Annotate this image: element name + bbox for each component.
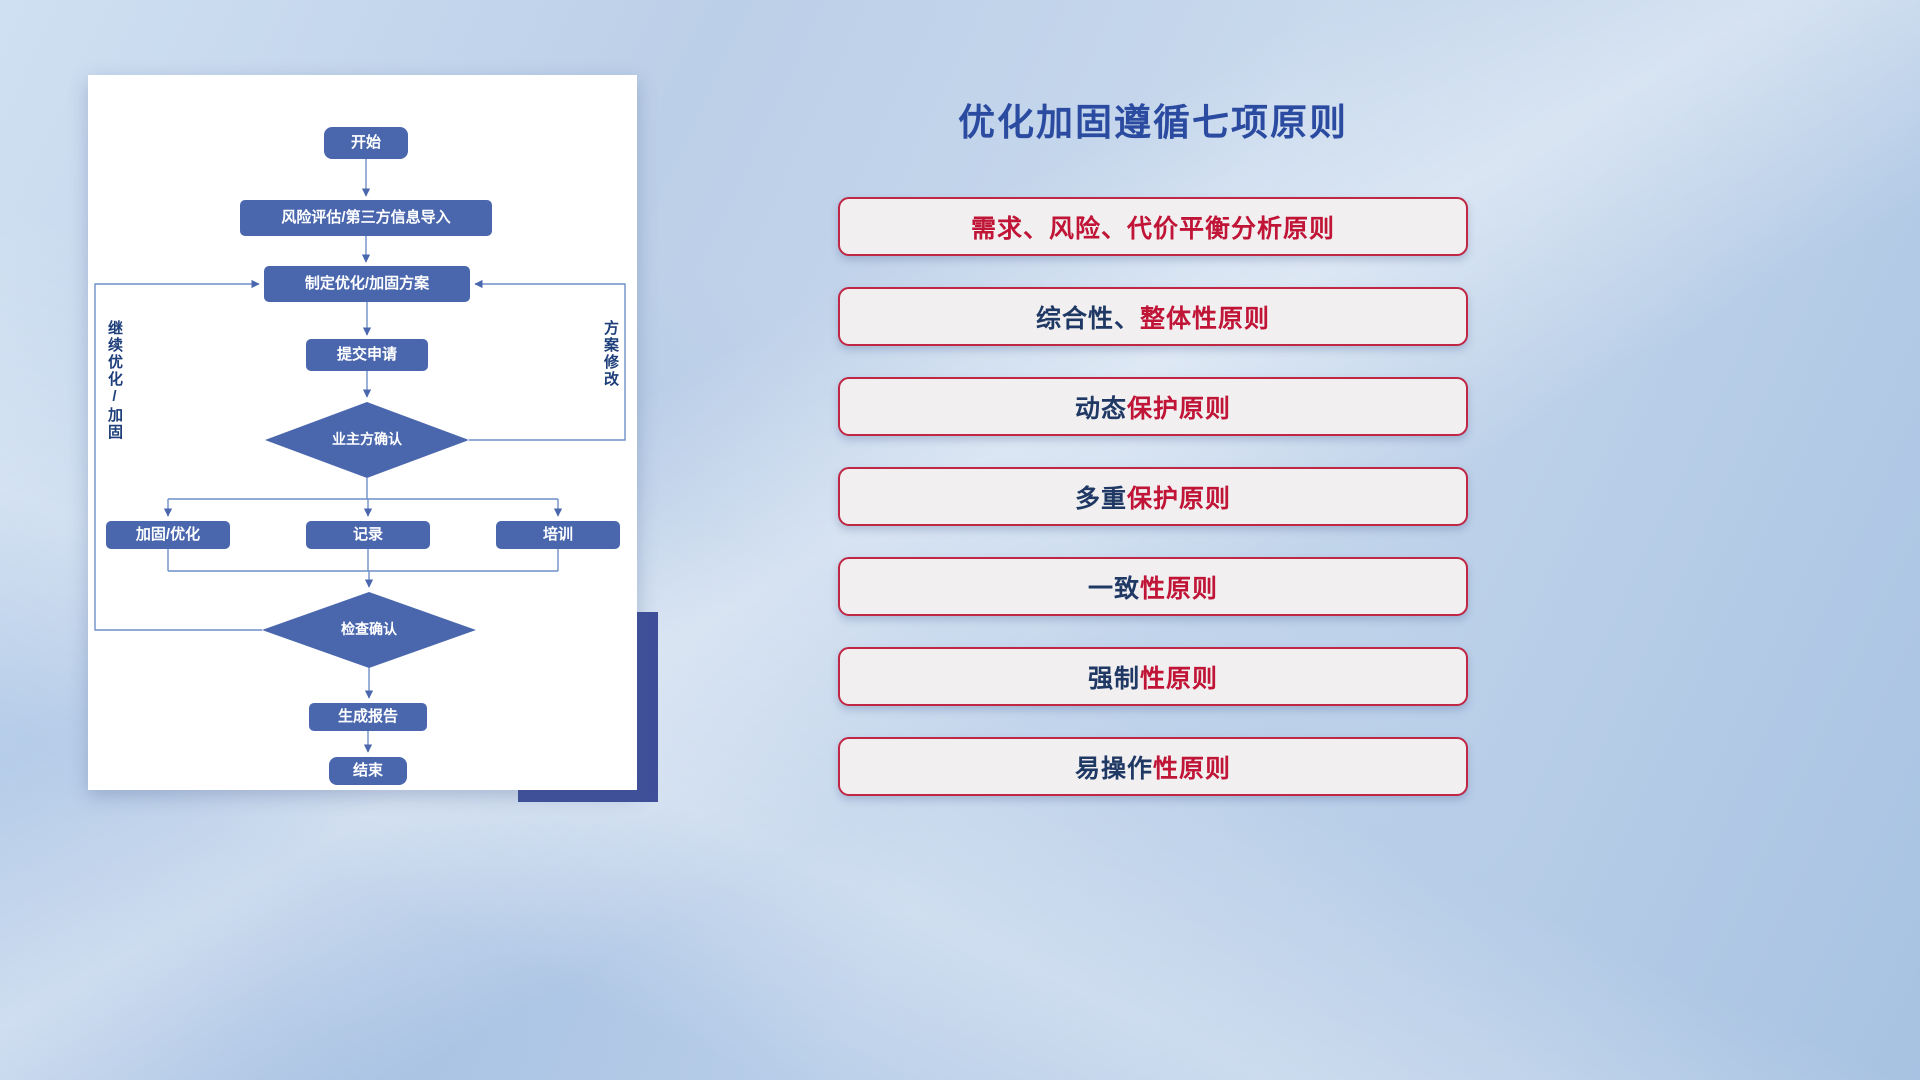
flow-node-risk-import: 风险评估/第三方信息导入 — [240, 200, 492, 236]
flowchart-connectors — [94, 159, 626, 753]
principle-text-prefix: 一致 — [1087, 574, 1140, 603]
principle-text-suffix: 需求、风险、代价平衡分析原则 — [970, 214, 1335, 243]
principle-item: 强制性原则 — [838, 647, 1468, 706]
flow-node-end: 结束 — [329, 757, 407, 785]
principle-item: 易操作性原则 — [838, 737, 1468, 796]
flow-node-make-plan: 制定优化/加固方案 — [264, 266, 470, 302]
flow-label-continue-optimize: 继续优化/加固 — [106, 320, 123, 441]
principle-item: 综合性、整体性原则 — [838, 287, 1468, 346]
flowchart-card: 开始 风险评估/第三方信息导入 制定优化/加固方案 提交申请 业主方确认 加固/… — [88, 75, 637, 790]
principle-text-prefix: 综合性、 — [1035, 304, 1140, 333]
page-title: 优化加固遵循七项原则 — [958, 102, 1348, 143]
flow-node-submit: 提交申请 — [306, 339, 428, 371]
flow-node-start: 开始 — [324, 127, 408, 159]
principle-text-suffix: 整体性原则 — [1140, 304, 1271, 333]
principle-text-suffix: 性原则 — [1140, 664, 1219, 693]
principles-list: 需求、风险、代价平衡分析原则 综合性、整体性原则 动态保护原则 多重保护原则 一… — [838, 197, 1468, 796]
principle-item: 动态保护原则 — [838, 377, 1468, 436]
principle-text-suffix: 保护原则 — [1127, 484, 1232, 513]
flow-node-record: 记录 — [306, 521, 430, 549]
principle-item: 一致性原则 — [838, 557, 1468, 616]
flow-label-plan-revise: 方案修改 — [602, 320, 619, 388]
principle-text-prefix: 强制 — [1087, 664, 1140, 693]
principle-text-suffix: 性原则 — [1153, 754, 1232, 783]
flow-node-training: 培训 — [496, 521, 620, 549]
principle-text-suffix: 性原则 — [1140, 574, 1219, 603]
principle-text-suffix: 保护原则 — [1127, 394, 1232, 423]
principle-text-prefix: 多重 — [1074, 484, 1127, 513]
flow-node-reinforce: 加固/优化 — [106, 521, 230, 549]
principle-text-prefix: 动态 — [1074, 394, 1127, 423]
flow-node-report: 生成报告 — [309, 703, 427, 731]
principle-item: 需求、风险、代价平衡分析原则 — [838, 197, 1468, 256]
principle-text-prefix: 易操作 — [1074, 754, 1153, 783]
principle-item: 多重保护原则 — [838, 467, 1468, 526]
